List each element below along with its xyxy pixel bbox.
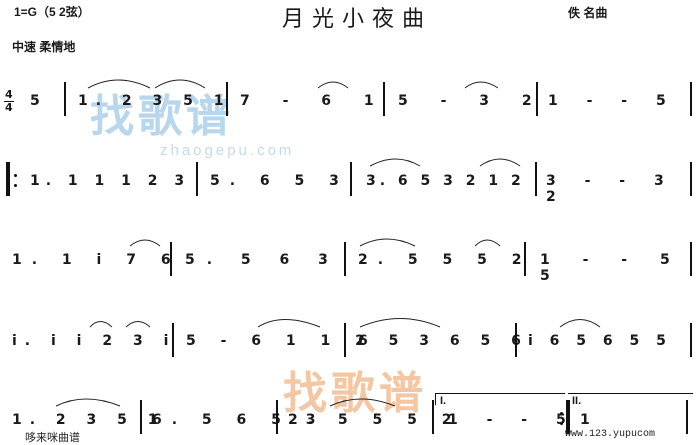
measure-text: 1 - - 5	[548, 93, 678, 109]
barline	[170, 242, 172, 276]
barline	[350, 162, 352, 196]
barline	[140, 400, 142, 434]
time-signature-top: 4	[5, 88, 13, 101]
measure-text: 5	[30, 93, 40, 109]
measure-text: 1 - - 5	[448, 412, 578, 428]
barline	[690, 82, 692, 116]
barline	[64, 82, 66, 116]
measure-text: 1	[580, 412, 590, 428]
barline	[344, 242, 346, 276]
barline	[690, 162, 692, 196]
slur	[359, 318, 441, 328]
barline	[383, 82, 385, 116]
slur	[125, 321, 151, 328]
key-signature: 1=G（5 2弦）	[14, 5, 90, 19]
measure-text: 5. 6 5 3	[210, 173, 349, 189]
barline	[344, 323, 346, 357]
measure-text: 1. 1 1 1 2 3	[30, 173, 191, 189]
barline	[535, 162, 537, 196]
tempo-marking: 中速 柔情地	[12, 40, 76, 54]
slur	[359, 238, 416, 247]
measure-text: 1. 2 3 5 1	[78, 93, 232, 109]
first-ending-bracket	[435, 393, 565, 394]
measure-text: 3 - - 3 2	[546, 173, 676, 205]
measure-text: i. i i 2 3 i	[12, 333, 177, 349]
slur	[317, 81, 349, 89]
composer: 佚 名曲	[568, 6, 608, 20]
second-ending-label: II.	[572, 395, 582, 407]
slur	[474, 239, 501, 247]
measure-text: 2. 5 5 5 2	[288, 412, 462, 428]
repeat-dot	[560, 422, 563, 425]
slur	[87, 79, 151, 89]
barline	[276, 400, 278, 434]
slur	[464, 81, 499, 89]
barline	[432, 400, 434, 434]
measure-text: 3. 6 5 3 2 1 2	[366, 173, 525, 189]
slur	[257, 319, 321, 328]
measure-text: 6 5 3 6 5 6	[358, 333, 529, 349]
measure-text: 5. 5 6 3	[185, 252, 340, 268]
measure-text: 5 - 6 1 1 2	[186, 333, 375, 349]
slur	[89, 321, 113, 328]
time-signature-line	[4, 101, 14, 102]
watermark-logo-bottom: 找歌谱	[283, 368, 427, 419]
time-signature-bottom: 4	[5, 101, 13, 114]
barline	[690, 242, 692, 276]
barline	[690, 323, 692, 357]
barline	[524, 242, 526, 276]
barline	[536, 82, 538, 116]
footer-url: www.123.yupucom	[565, 429, 656, 440]
first-ending-label: I.	[440, 395, 447, 407]
measure-text: 1. 1 i 7 6	[12, 252, 181, 268]
barline	[515, 323, 517, 357]
song-title: 月光小夜曲	[282, 7, 433, 32]
footer-site-name: 哆来咪曲谱	[25, 432, 80, 444]
slur	[559, 319, 601, 328]
repeat-barline	[6, 162, 10, 196]
slur	[369, 158, 421, 167]
slur	[129, 239, 161, 247]
watermark-logo: 找歌谱	[90, 91, 234, 142]
measure-text: 1. 2 3 5 1	[12, 412, 166, 428]
measure-text: 1 - - 5 5	[540, 252, 684, 284]
repeat-dot	[14, 184, 17, 187]
slur	[154, 79, 206, 89]
measure-text: 5 - 3 2	[398, 93, 546, 109]
barline	[226, 82, 228, 116]
repeat-dot	[560, 412, 563, 415]
first-ending-bracket-edge	[435, 393, 436, 405]
barline	[686, 400, 688, 434]
repeat-dot	[14, 174, 17, 177]
measure-text: 7 - 6 1	[240, 93, 388, 109]
measure-text: 2. 5 5 5 2	[358, 252, 532, 268]
barline	[196, 162, 198, 196]
slur	[55, 398, 121, 407]
barline	[172, 323, 174, 357]
measure-text: 6. 5 6 5 3	[152, 412, 326, 428]
watermark-url: zhaogepu.com	[160, 142, 295, 159]
slur	[329, 398, 396, 407]
repeat-barline	[566, 400, 570, 434]
second-ending-bracket	[568, 393, 693, 394]
measure-text: i 6 5 6 5 5	[528, 333, 672, 349]
slur	[479, 158, 521, 167]
